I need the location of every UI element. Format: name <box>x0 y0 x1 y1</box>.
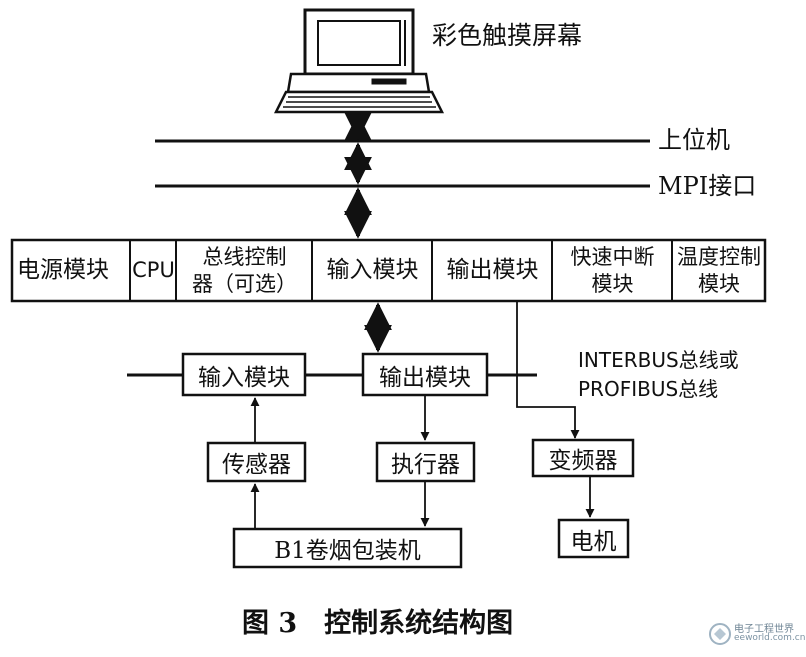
touchscreen-label: 彩色触摸屏幕 <box>432 21 583 50</box>
mpi-bus-label: MPI接口 <box>658 172 757 200</box>
watermark-title: 电子工程世界 <box>734 624 794 635</box>
actuator-label: 执行器 <box>391 452 460 478</box>
figure-caption: 图 3 控制系统结构图 <box>242 608 514 639</box>
host-bus-label: 上位机 <box>658 126 730 154</box>
eeworld-logo-icon <box>709 623 731 645</box>
machine-label: B1卷烟包装机 <box>274 538 421 564</box>
remote-output-box <box>361 352 489 397</box>
plc-module-fast-interrupt: 快速中断 模块 <box>570 245 655 296</box>
remote-input-box <box>181 352 307 397</box>
inverter-box <box>531 438 635 478</box>
eeworld-watermark: 电子工程世界 eeworld.com.cn <box>708 618 806 652</box>
plc-module-output: 输出模块 <box>446 257 539 284</box>
inverter-label: 变频器 <box>548 448 618 474</box>
plc-module-input: 输入模块 <box>326 257 419 284</box>
sensor-label: 传感器 <box>222 452 291 478</box>
plc-module-power: 电源模块 <box>17 257 109 284</box>
remote-output-label: 输出模块 <box>379 364 471 391</box>
plc-module-cpu: CPU <box>132 258 175 283</box>
watermark-url: eeworld.com.cn <box>734 633 806 643</box>
remote-input-label: 输入模块 <box>198 364 290 391</box>
connector-output-inverter <box>516 301 580 439</box>
plc-module-bus-controller: 总线控制 器（可选） <box>192 245 297 296</box>
fieldbus-label: INTERBUS总线或 PROFIBUS总线 <box>578 348 739 401</box>
actuator-box <box>375 441 476 483</box>
sensor-box <box>206 441 307 483</box>
motor-label: 电机 <box>570 528 617 555</box>
plc-rack <box>10 238 767 303</box>
plc-module-temperature: 温度控制 模块 <box>677 245 761 296</box>
machine-box <box>232 527 463 569</box>
motor-box <box>557 518 630 559</box>
computer-monitor-icon <box>273 8 445 114</box>
